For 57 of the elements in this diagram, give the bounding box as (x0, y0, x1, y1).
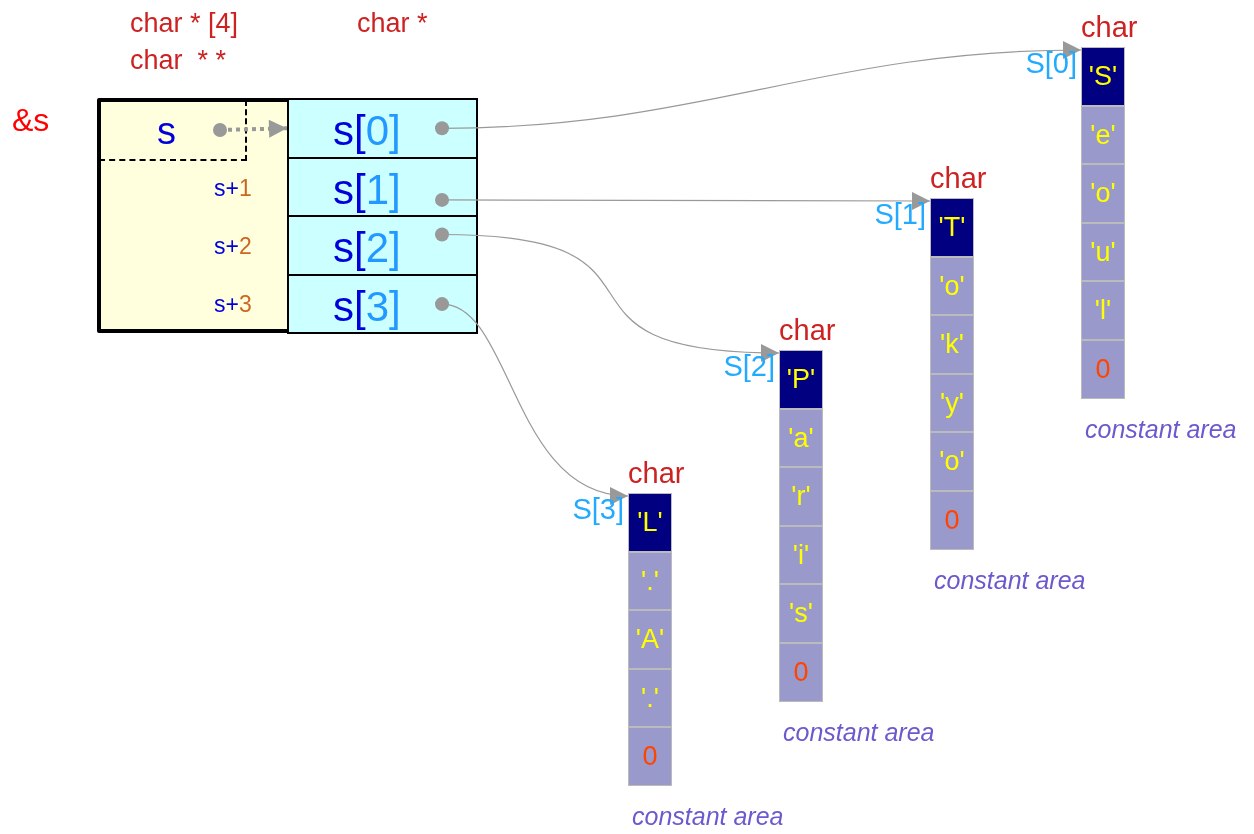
pointer-arrow (435, 191, 931, 210)
char-cell: 'r' (779, 467, 823, 526)
type-label: char (1081, 13, 1138, 42)
char-cell: 'y' (930, 373, 974, 433)
array-cell (287, 215, 478, 276)
variable-name: s (157, 112, 176, 150)
char-cell: 'o' (1081, 164, 1125, 223)
area-caption: constant area (632, 804, 784, 829)
type-label: char (779, 316, 836, 345)
type-label: char * [4] (130, 10, 239, 37)
type-label: &s (12, 104, 50, 136)
element-name: s[0] (333, 110, 401, 152)
char-cell: 0 (628, 727, 672, 786)
char-cell: 's' (779, 584, 823, 643)
element-name: s[2] (333, 227, 401, 270)
array-cell (287, 273, 478, 335)
char-cell: 0 (930, 491, 974, 550)
type-label: char (930, 164, 987, 193)
char-cell: 'k' (930, 315, 974, 374)
char-cell: 'i' (779, 525, 823, 585)
pointer-arrow (435, 297, 629, 503)
pointer-label: S[1] (874, 200, 926, 229)
char-cell: 'l' (1081, 281, 1125, 340)
char-cell: 0 (1081, 340, 1125, 399)
char-cell: '.' (628, 668, 672, 728)
pointer-arrow (435, 227, 780, 362)
pointer-label: S[3] (572, 495, 624, 524)
element-name: s[3] (333, 285, 401, 328)
char-cell: 'a' (779, 408, 823, 468)
char-cell: 0 (779, 643, 823, 702)
memory-frame (97, 98, 478, 333)
type-label: char (628, 459, 685, 488)
element-name: s[1] (333, 168, 401, 211)
array-cell (287, 98, 478, 159)
area-caption: constant area (783, 719, 935, 745)
pointer-arrow (213, 119, 288, 138)
area-caption: constant area (1085, 416, 1237, 442)
type-label: char * * (130, 47, 227, 74)
char-cell: 'T' (930, 198, 974, 257)
pointer-label: S[0] (1025, 49, 1077, 78)
char-cell: 'A' (628, 610, 672, 669)
char-cell: 'P' (779, 350, 823, 409)
offset-label: s+3 (214, 293, 252, 316)
array-cell (287, 156, 478, 218)
offset-label: s+2 (214, 235, 252, 258)
char-cell: 'S' (1081, 47, 1125, 106)
char-cell: 'u' (1081, 222, 1125, 282)
pointer-arrow (435, 41, 1082, 136)
pointer-label: S[2] (723, 352, 775, 381)
char-cell: 'o' (930, 256, 974, 316)
type-label: char * (357, 10, 428, 37)
offset-label: s+1 (214, 177, 252, 200)
char-cell: 'L' (628, 493, 672, 552)
char-cell: 'e' (1081, 105, 1125, 165)
char-cell: '.' (628, 551, 672, 611)
area-caption: constant area (934, 567, 1086, 593)
char-cell: 'o' (930, 432, 974, 491)
